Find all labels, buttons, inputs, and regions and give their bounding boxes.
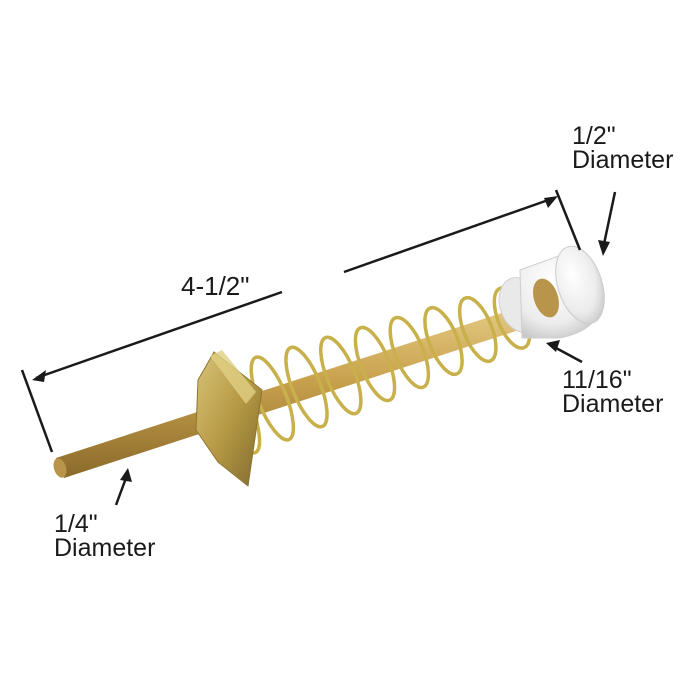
bottom-diameter-label: 1/4" Diameter: [54, 510, 156, 562]
leader-middle: [546, 340, 583, 364]
spring-coil: [284, 345, 329, 429]
top-diameter-label: 1/2" Diameter: [572, 122, 674, 174]
spring-coil: [318, 335, 363, 416]
top-diameter-word: Diameter: [572, 146, 674, 174]
nylon-roller: [498, 245, 605, 339]
bottom-diameter-size: 1/4": [54, 510, 98, 538]
length-label: 4-1/2": [181, 271, 250, 301]
bottom-diameter-word: Diameter: [54, 534, 156, 562]
spring-clip: [195, 350, 263, 487]
middle-diameter-word: Diameter: [562, 390, 664, 418]
middle-diameter-size: 11/16": [562, 366, 632, 394]
spring-coil: [353, 325, 397, 403]
pin-rod: [53, 298, 556, 478]
leader-bottom: [114, 468, 132, 506]
spring-coil: [457, 295, 498, 364]
length-dimension: [20, 189, 582, 453]
middle-diameter-label: 11/16" Diameter: [562, 366, 664, 418]
spring-coil: [423, 305, 464, 377]
spring-coil: [388, 315, 431, 390]
top-diameter-size: 1/2": [572, 122, 616, 150]
leader-top: [598, 191, 617, 256]
